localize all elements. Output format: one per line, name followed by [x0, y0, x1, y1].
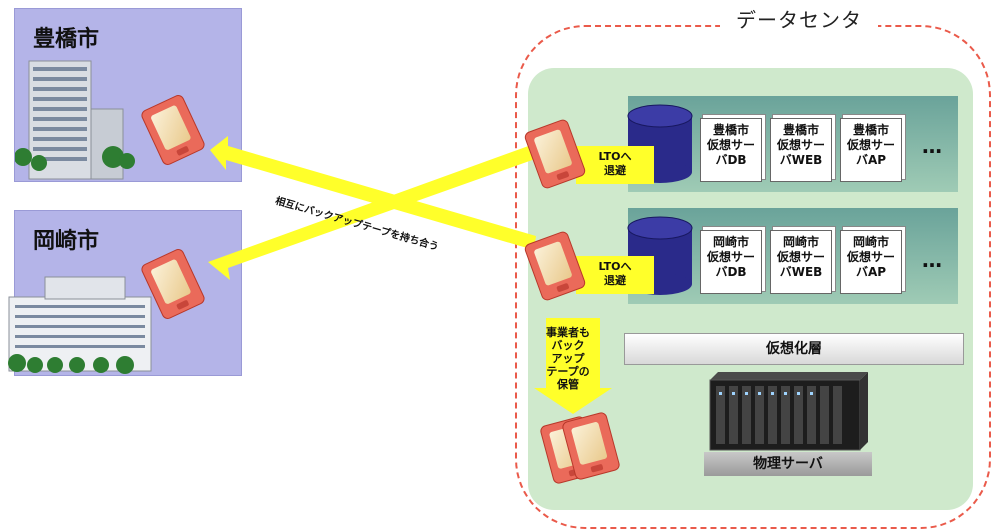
- physical-server-label: 物理サーバ: [704, 452, 872, 476]
- toyohashi-panel: 豊橋市: [14, 8, 242, 182]
- okazaki-vm-ap: 岡崎市 仮想サー バAP: [840, 230, 902, 294]
- arrow-okazaki-to-toyohashi-dc: [208, 144, 538, 280]
- arrow-toyohashi-to-okazaki-dc: [210, 136, 536, 250]
- toyohashi-vm-db: 豊橋市 仮想サー バDB: [700, 118, 762, 182]
- lto-backup-label-bottom: LTOへ 退避: [576, 256, 654, 294]
- more-vms-ellipsis: …: [922, 134, 944, 158]
- toyohashi-title: 豊橋市: [33, 27, 100, 52]
- lto-backup-label-top: LTOへ 退避: [576, 146, 654, 184]
- operator-custody-note: 事業者も バック アップ テープの 保管: [546, 326, 590, 391]
- virtualization-layer: 仮想化層: [624, 333, 964, 365]
- okazaki-title: 岡崎市: [33, 229, 100, 254]
- arrow-custody-down: [534, 318, 612, 414]
- datacenter-title: データセンタ: [720, 4, 878, 33]
- toyohashi-vm-ap: 豊橋市 仮想サー バAP: [840, 118, 902, 182]
- city-hall-building-icon: [8, 276, 152, 374]
- okazaki-vm-db: 岡崎市 仮想サー バDB: [700, 230, 762, 294]
- okazaki-panel: 岡崎市: [8, 210, 242, 376]
- city-hall-building-icon: [15, 60, 135, 180]
- more-vms-ellipsis: …: [922, 248, 944, 272]
- okazaki-vm-web: 岡崎市 仮想サー バWEB: [770, 230, 832, 294]
- toyohashi-vm-web: 豊橋市 仮想サー バWEB: [770, 118, 832, 182]
- blade-server-icon: [709, 372, 868, 451]
